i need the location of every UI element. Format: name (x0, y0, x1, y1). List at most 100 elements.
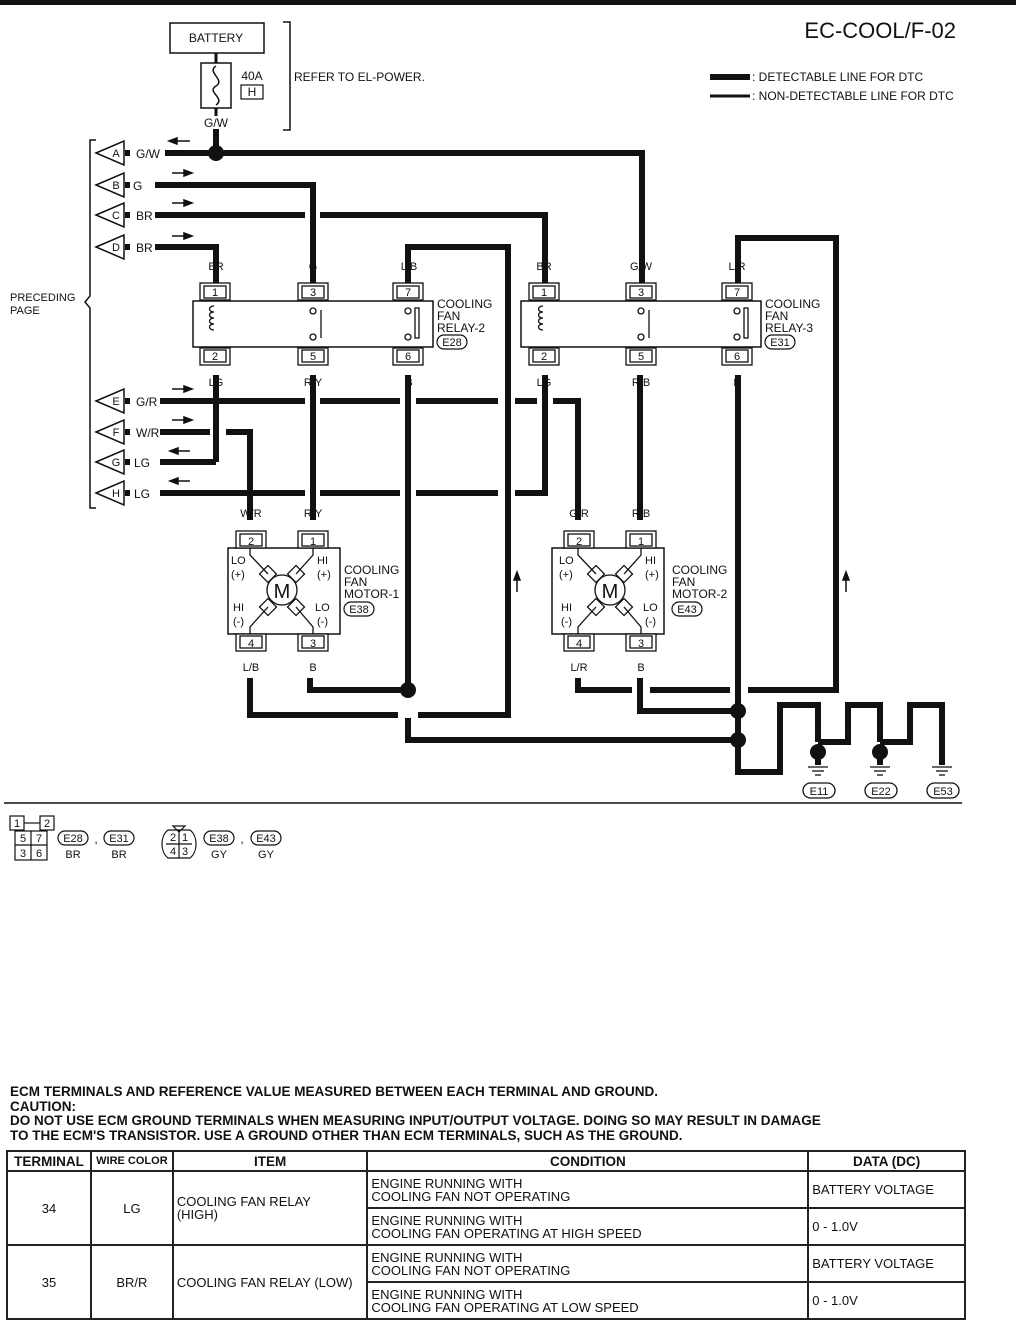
svg-text:2: 2 (248, 536, 254, 548)
wiring-diagram: EC-COOL/F-02 : DETECTABLE LINE FOR DTC :… (0, 0, 1016, 861)
svg-text:HI: HI (233, 602, 244, 614)
fuse-letter: H (248, 85, 257, 99)
junction-dots (208, 145, 888, 760)
svg-text:1: 1 (14, 818, 20, 830)
svg-text:L/R: L/R (728, 261, 745, 273)
svg-text:1: 1 (310, 536, 316, 548)
svg-text:C: C (112, 210, 120, 222)
svg-text:(-): (-) (233, 616, 244, 628)
svg-text:RELAY-2: RELAY-2 (437, 321, 485, 335)
svg-text:B: B (405, 377, 412, 389)
svg-text:E28: E28 (63, 833, 83, 845)
cell-condition: ENGINE RUNNING WITH COOLING FAN NOT OPER… (366, 1244, 810, 1283)
svg-text:G/W: G/W (630, 261, 653, 273)
col-wire-color: WIRE COLOR (89, 1150, 174, 1172)
cell-item: COOLING FAN RELAY (LOW) (171, 1244, 369, 1320)
svg-text:3: 3 (638, 287, 644, 299)
svg-text:2: 2 (576, 536, 582, 548)
notes-heading: ECM TERMINALS AND REFERENCE VALUE MEASUR… (10, 1084, 659, 1099)
svg-text:LG: LG (134, 487, 150, 501)
col-condition: CONDITION (366, 1150, 810, 1172)
cell-data: BATTERY VOLTAGE (807, 1244, 966, 1283)
svg-text:G/W: G/W (136, 147, 161, 161)
svg-text:COOLING: COOLING (672, 563, 727, 577)
svg-text:B: B (637, 662, 644, 674)
svg-text:B: B (112, 180, 119, 192)
svg-text:R/B: R/B (632, 508, 650, 520)
svg-text:E28: E28 (442, 337, 462, 349)
fuse-rating: 40A (241, 69, 262, 83)
notes-line-1: DO NOT USE ECM GROUND TERMINALS WHEN MEA… (10, 1113, 821, 1128)
notes-caution: CAUTION: (10, 1098, 76, 1114)
cooling-fan-relay-3: 1 3 7 2 5 6 BR G/W L/R LG R/B B COOLING … (520, 261, 820, 389)
svg-text:(-): (-) (645, 616, 656, 628)
svg-text:BR: BR (65, 849, 80, 861)
table-row: 35 BR/R COOLING FAN RELAY (LOW) ENGINE R… (6, 1244, 966, 1320)
svg-text:7: 7 (405, 287, 411, 299)
cell-terminal: 34 (6, 1170, 92, 1246)
preceding-brace (84, 139, 96, 509)
legend: : DETECTABLE LINE FOR DTC : NON-DETECTAB… (710, 70, 954, 103)
svg-text:1: 1 (212, 287, 218, 299)
svg-text:E31: E31 (109, 833, 129, 845)
svg-text:3: 3 (310, 287, 316, 299)
svg-text:6: 6 (405, 351, 411, 363)
svg-text:E43: E43 (256, 833, 276, 845)
svg-text:2: 2 (44, 818, 50, 830)
cell-terminal: 35 (6, 1244, 92, 1320)
svg-text:2: 2 (541, 351, 547, 363)
svg-text:7: 7 (36, 833, 42, 845)
svg-text:FAN: FAN (765, 309, 788, 323)
svg-text:LO: LO (315, 602, 330, 614)
svg-text:LG: LG (209, 377, 224, 389)
connector-d: D BR (94, 233, 153, 261)
svg-text:COOLING: COOLING (344, 563, 399, 577)
direction-arrows (166, 136, 851, 592)
page-code: EC-COOL/F-02 (804, 18, 956, 43)
svg-text:BR: BR (111, 849, 126, 861)
svg-text:W/R: W/R (240, 508, 261, 520)
svg-text:6: 6 (734, 351, 740, 363)
svg-text:R/B: R/B (632, 377, 650, 389)
svg-text:BR: BR (136, 241, 153, 255)
connector-g: G LG (94, 448, 150, 476)
svg-text:(-): (-) (561, 616, 572, 628)
svg-text:MOTOR-2: MOTOR-2 (672, 587, 727, 601)
cell-condition: ENGINE RUNNING WITH COOLING FAN OPERATIN… (366, 1207, 810, 1246)
svg-text:LG: LG (134, 456, 150, 470)
svg-text:B: B (876, 718, 883, 730)
svg-text:2: 2 (212, 351, 218, 363)
table-row: 34 LG COOLING FAN RELAY (HIGH) ENGINE RU… (6, 1170, 966, 1246)
svg-text:R/Y: R/Y (304, 377, 323, 389)
svg-text:E43: E43 (677, 604, 697, 616)
cooling-fan-motor-2: M 2 1 4 3 LO (+) HI (+) HI (-) LO (-) G/… (551, 508, 727, 674)
svg-text:E: E (112, 396, 119, 408)
preceding-label: PRECEDING (10, 292, 75, 304)
battery-fuse (169, 21, 291, 131)
connector-e: E G/R (94, 387, 158, 415)
svg-text:LO: LO (231, 555, 246, 567)
cooling-fan-relay-2: 1 3 7 2 5 6 BR G L/B LG R/Y B COOLING FA… (192, 261, 492, 389)
svg-text:,: , (240, 832, 243, 846)
svg-text:BR: BR (536, 261, 551, 273)
svg-text:W/R: W/R (136, 426, 160, 440)
cell-wire: BR/R (89, 1244, 174, 1320)
svg-text:B: B (906, 718, 913, 730)
ecm-notes: ECM TERMINALS AND REFERENCE VALUE MEASUR… (10, 1084, 970, 1143)
svg-text:M: M (274, 581, 291, 603)
svg-text:1: 1 (182, 832, 188, 844)
cell-condition: ENGINE RUNNING WITH COOLING FAN OPERATIN… (366, 1281, 810, 1320)
svg-text:B: B (814, 718, 821, 730)
svg-text:E38: E38 (209, 833, 229, 845)
svg-text:B: B (844, 718, 851, 730)
svg-text:(+): (+) (317, 569, 331, 581)
svg-text:(+): (+) (559, 569, 573, 581)
cell-wire: LG (89, 1170, 174, 1246)
svg-text:L/R: L/R (570, 662, 587, 674)
svg-text:FAN: FAN (344, 575, 367, 589)
svg-text:E11: E11 (810, 786, 829, 798)
svg-text:6: 6 (36, 848, 42, 860)
svg-text:HI: HI (317, 555, 328, 567)
table-row: ENGINE RUNNING WITH COOLING FAN OPERATIN… (7, 1207, 966, 1246)
table-row: ENGINE RUNNING WITH COOLING FAN OPERATIN… (7, 1281, 966, 1320)
